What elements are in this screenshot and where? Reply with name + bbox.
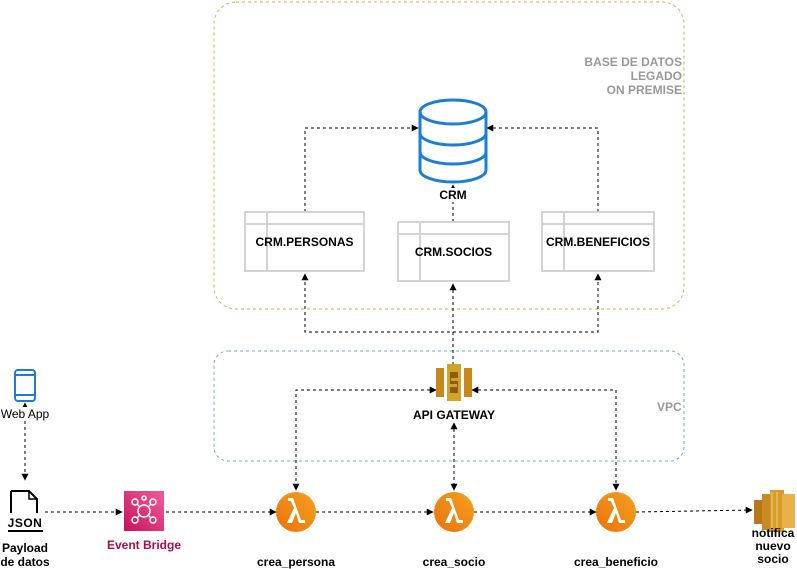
- lambda-label-crea-socio: crea_socio: [422, 555, 486, 569]
- table-crm-beneficios[interactable]: CRM.BENEFICIOS: [541, 211, 655, 272]
- api-gateway-icon: [436, 364, 472, 401]
- api-gateway-label: API GATEWAY: [412, 408, 495, 422]
- edge-gateway-crea-persona: [292, 386, 437, 491]
- svg-text:JSON: JSON: [8, 516, 43, 530]
- legacy-label-line: ON PREMISE: [606, 83, 682, 97]
- vpc-zone: [213, 350, 685, 462]
- mobile-phone-icon: [14, 369, 36, 402]
- lambda-label-crea-beneficio: crea_beneficio: [573, 555, 659, 569]
- legacy-zone-label: BASE DE DATOS LEGADO ON PREMISE: [560, 55, 682, 97]
- lambda-icon: [434, 492, 474, 532]
- payload-label: Payload de datos: [0, 541, 50, 569]
- edge-gateway-beneficios: [453, 273, 602, 333]
- edge-crea-beneficio-notifica: [635, 506, 753, 514]
- crm-label: CRM: [423, 188, 483, 202]
- notify-label-line: socio: [757, 552, 789, 566]
- edge-personas-crm: [304, 124, 419, 212]
- json-file-icon: JSON: [8, 490, 43, 532]
- lambda-icon: [276, 492, 316, 532]
- edge-gateway-crea-beneficio: [471, 386, 620, 491]
- table-label: CRM.BENEFICIOS: [545, 234, 650, 249]
- edge-beneficios-crm: [486, 124, 599, 212]
- event-bridge-label: Event Bridge: [106, 538, 181, 552]
- notify-label: notifica nuevo socio: [749, 527, 797, 566]
- sns-icon: [754, 490, 795, 532]
- connectors: [21, 124, 753, 516]
- legacy-label-line: BASE DE DATOS: [584, 55, 682, 69]
- payload-label-line: Payload: [1, 541, 49, 555]
- edge-gateway-personas: [301, 273, 454, 365]
- eventbridge-icon: [124, 491, 164, 531]
- table-crm-socios[interactable]: CRM.SOCIOS: [397, 221, 510, 282]
- table-crm-personas[interactable]: CRM.PERSONAS: [244, 211, 365, 272]
- vpc-label: VPC: [657, 400, 682, 414]
- database-icon: [418, 98, 488, 184]
- payload-label-line: de datos: [0, 555, 50, 569]
- table-label: CRM.PERSONAS: [255, 234, 354, 249]
- table-label: CRM.SOCIOS: [414, 244, 493, 259]
- web-app-label: Web App: [0, 407, 50, 421]
- notify-label-line: nuevo: [755, 539, 791, 553]
- legacy-zone: [213, 1, 685, 310]
- lambda-icon: [596, 492, 636, 532]
- lambda-label-crea-persona: crea_persona: [256, 555, 336, 569]
- legacy-label-line: LEGADO: [630, 69, 682, 83]
- notify-label-line: notifica: [751, 526, 795, 540]
